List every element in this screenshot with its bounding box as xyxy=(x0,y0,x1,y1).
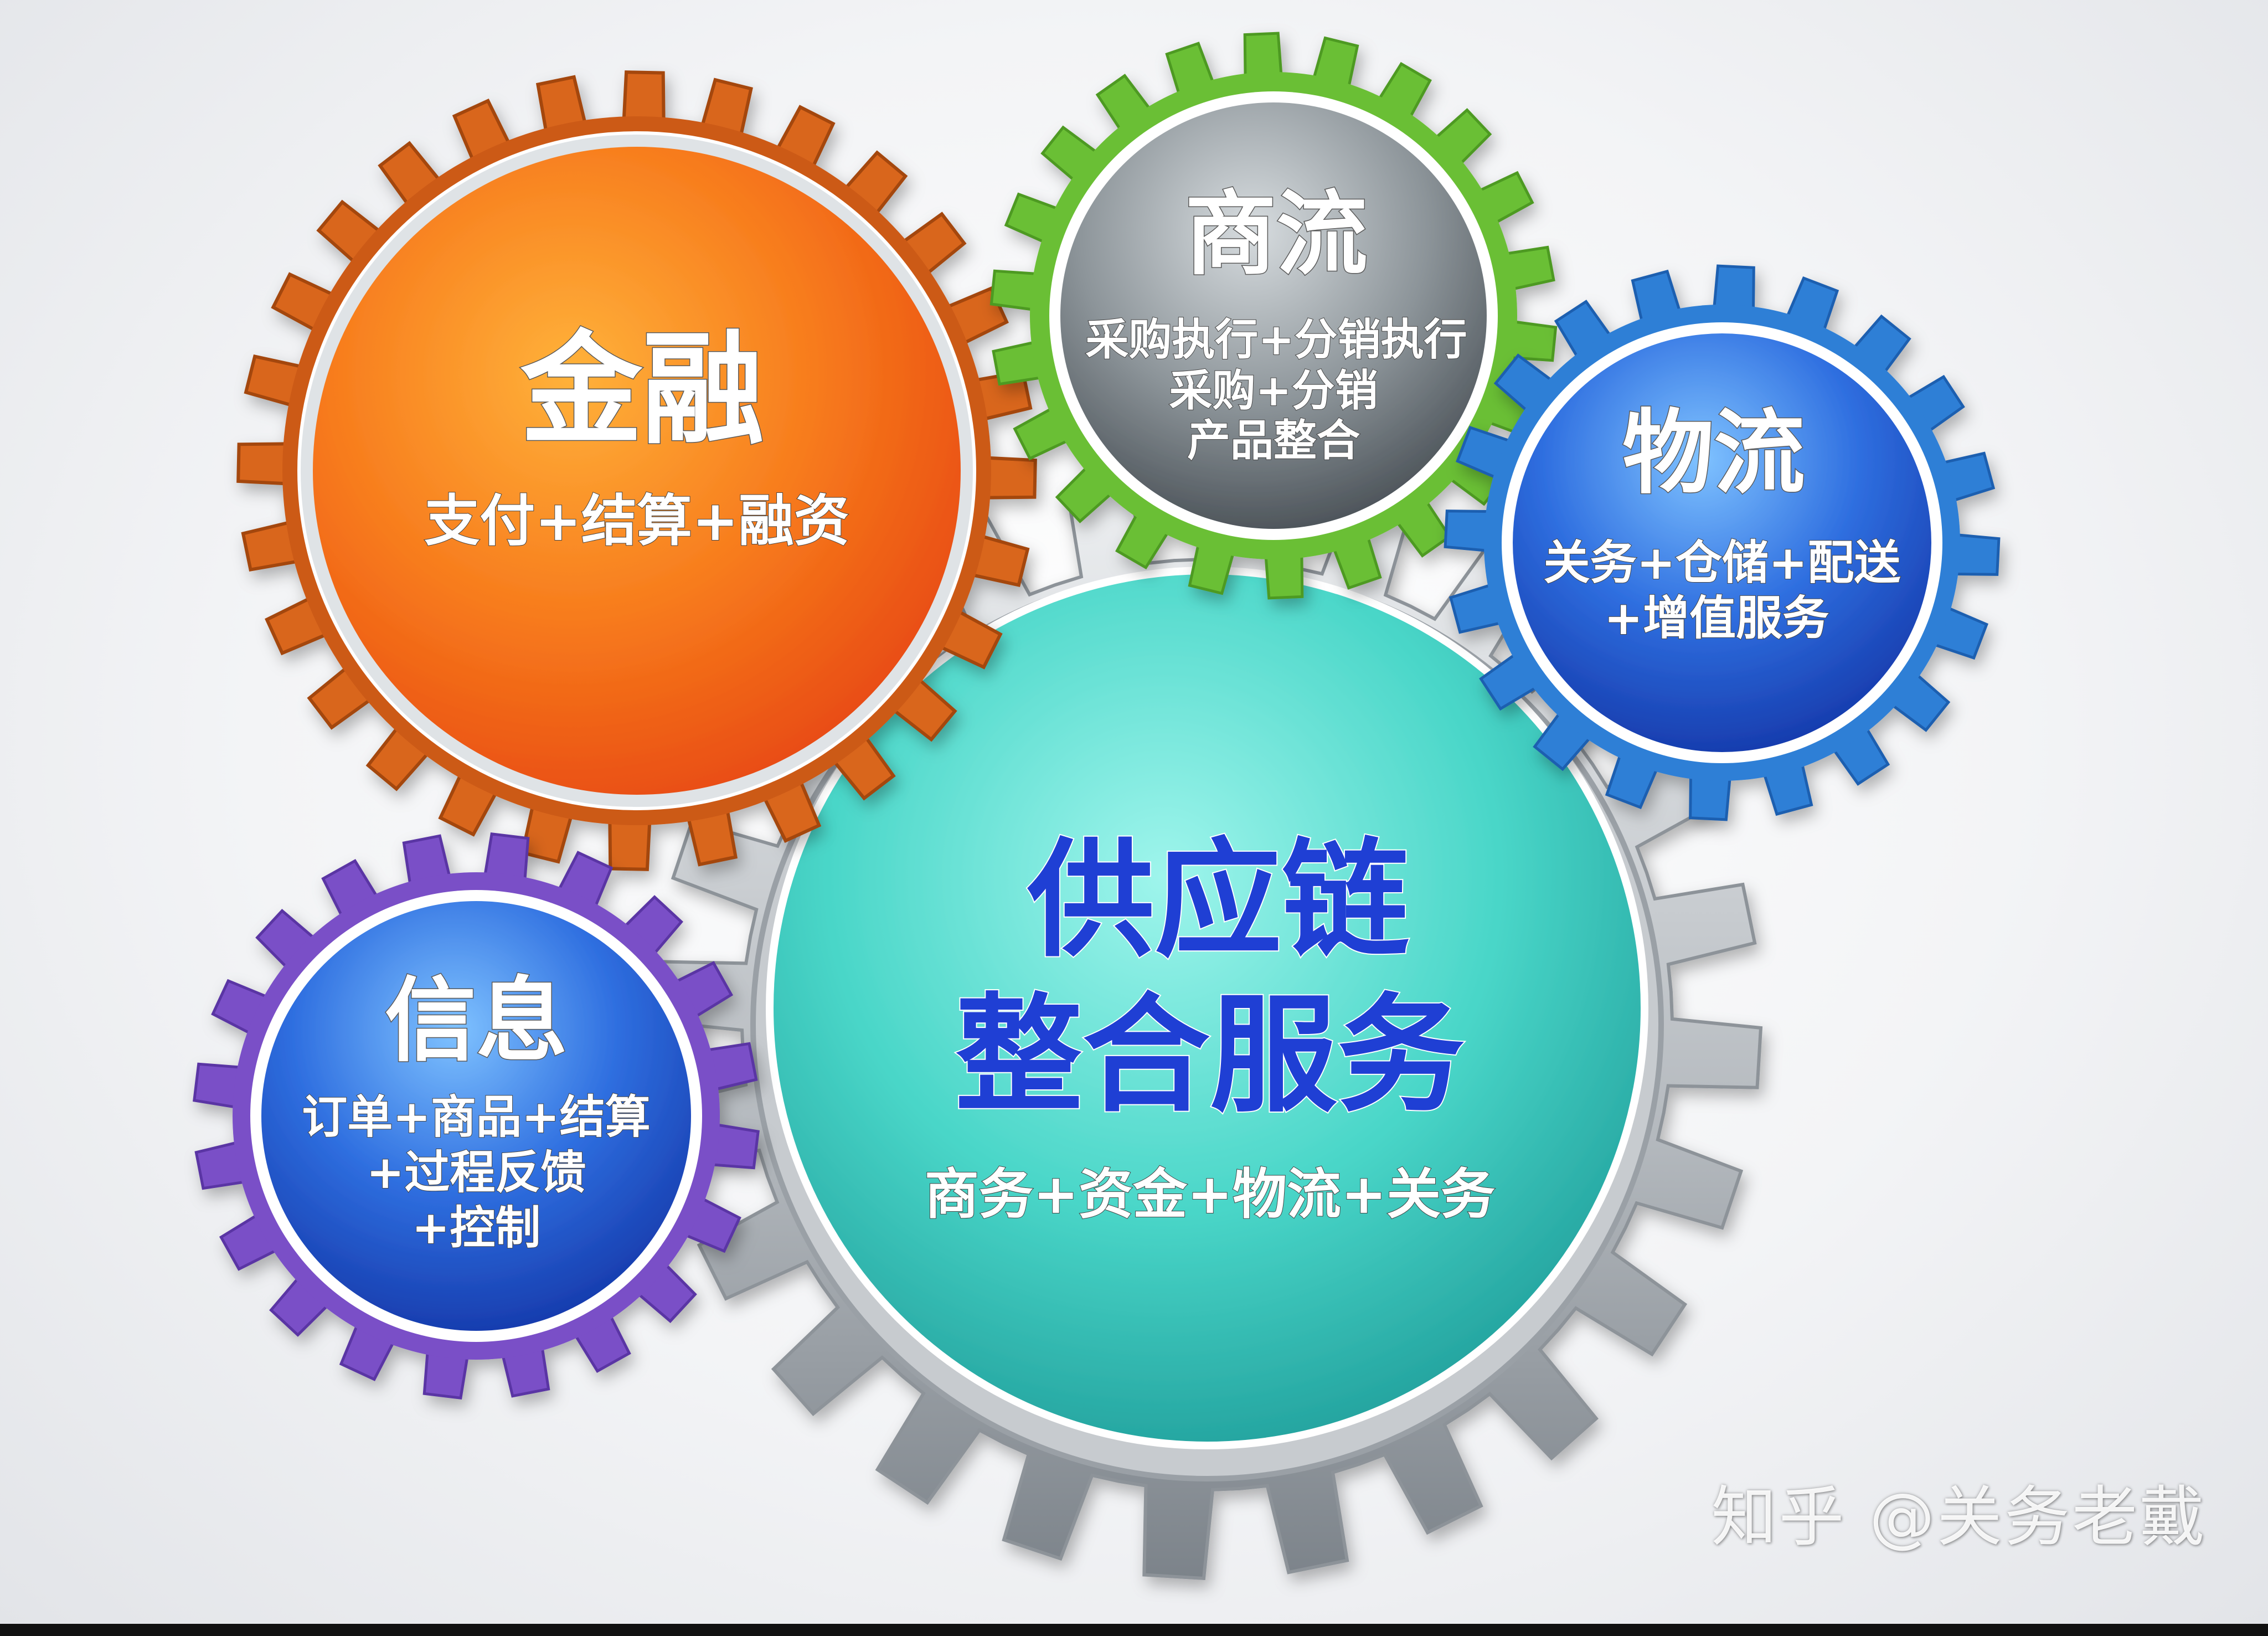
information-title: 信息 xyxy=(385,968,568,1074)
finance-gear-face xyxy=(313,147,961,795)
logistics-subtitle-2: +增值服务 xyxy=(1604,591,1829,645)
core-title-line-1: 供应链 xyxy=(1027,827,1409,975)
information-gear-face xyxy=(261,901,691,1331)
information-gear xyxy=(193,832,760,1400)
information-subtitle-2: +过程反馈 xyxy=(367,1146,586,1199)
logistics-subtitle-1: 关务+仓储+配送 xyxy=(1544,536,1901,590)
information-subtitle-3: +控制 xyxy=(412,1202,541,1254)
information-labels: 信息 订单+商品+结算 +过程反馈 +控制 xyxy=(301,967,651,1256)
bottom-divider xyxy=(0,1624,2268,1636)
core-labels: 供应链 整合服务 商务+资金+物流+关务 xyxy=(924,826,1496,1227)
core-subtitle-1: 商务+资金+物流+关务 xyxy=(925,1163,1495,1226)
logistics-gear xyxy=(1444,264,2001,821)
logistics-title: 物流 xyxy=(1622,400,1805,506)
commerce-subtitle-2: 采购+分销 xyxy=(1169,366,1378,416)
core-title-line-2: 整合服务 xyxy=(955,982,1465,1130)
commerce-subtitle-3: 产品整合 xyxy=(1187,416,1360,466)
core-gear xyxy=(651,469,1763,1581)
logistics-labels: 物流 关务+仓储+配送 +增值服务 xyxy=(1543,399,1901,646)
commerce-gear-face xyxy=(1060,102,1487,529)
commerce-labels: 商流 采购执行+分销执行 采购+分销 产品整合 xyxy=(1085,181,1467,467)
finance-gear xyxy=(236,70,1037,871)
information-subtitle-1: 订单+商品+结算 xyxy=(302,1091,650,1144)
finance-subtitle-1: 支付+结算+融资 xyxy=(424,488,849,553)
commerce-subtitle-1: 采购执行+分销执行 xyxy=(1085,315,1467,365)
commerce-title: 商流 xyxy=(1185,181,1368,287)
watermark-text: 知乎 @关务老戴 xyxy=(1711,1479,2207,1555)
commerce-gear xyxy=(989,32,1558,600)
finance-labels: 金融 支付+结算+融资 xyxy=(424,318,850,554)
finance-title: 金融 xyxy=(520,319,764,461)
logistics-gear-face xyxy=(1513,333,1931,752)
